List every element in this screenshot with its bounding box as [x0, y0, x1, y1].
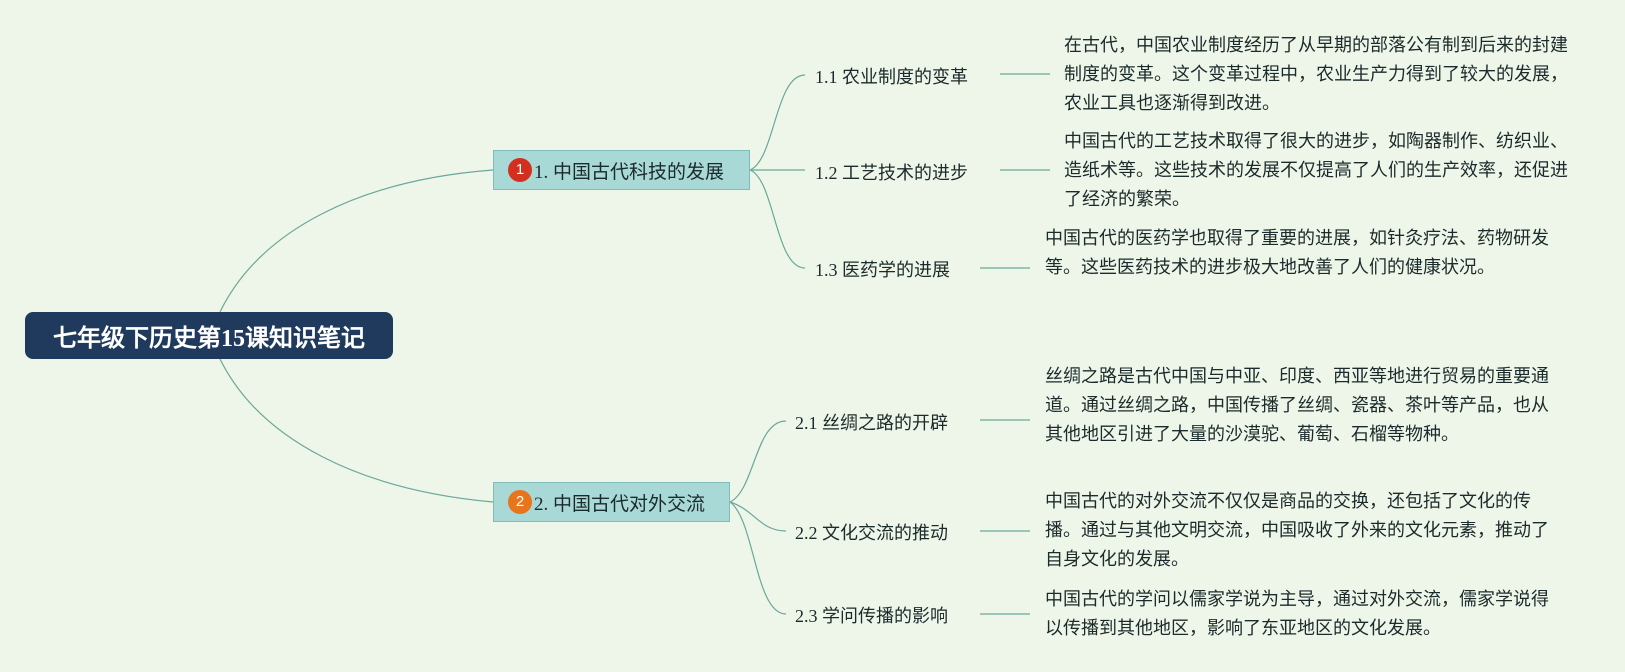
connector-root-branch-1 — [219, 169, 494, 313]
main-topic-label: 2. 中国古代对外交流 — [534, 493, 706, 515]
main-topic-label: 1. 中国古代科技的发展 — [534, 161, 725, 183]
priority-1-icon: 1 — [508, 158, 532, 182]
root-topic[interactable]: 七年级下历史第15课知识笔记 — [25, 312, 393, 359]
connector-branch-2-sub-3 — [729, 501, 787, 615]
note-2-2: 中国古代的对外交流不仅仅是商品的交换，还包括了文化的传播。通过与其他文明交流，中… — [1045, 491, 1549, 569]
note-1-3: 中国古代的医药学也取得了重要的进展，如针灸疗法、药物研发等。这些医药技术的进步极… — [1045, 228, 1549, 277]
sub-topic-1-3[interactable]: 1.3 医药学的进展 — [815, 260, 950, 280]
note-1-2: 中国古代的工艺技术取得了很大的进步，如陶器制作、纺织业、造纸术等。这些技术的发展… — [1064, 131, 1568, 209]
connector-branch-2-sub-1 — [729, 420, 787, 503]
sub-topic-2-3[interactable]: 2.3 学问传播的影响 — [795, 606, 948, 626]
main-topic-exchange[interactable]: 2 2. 中国古代对外交流 — [493, 482, 730, 522]
root-topic-title: 七年级下历史第15课知识笔记 — [53, 326, 365, 352]
note-1-1: 在古代，中国农业制度经历了从早期的部落公有制到后来的封建制度的变革。这个变革过程… — [1064, 35, 1568, 113]
sub-topic-1-2[interactable]: 1.2 工艺技术的进步 — [815, 163, 968, 183]
sub-topic-2-2[interactable]: 2.2 文化交流的推动 — [795, 523, 948, 543]
connector-root-branch-2 — [219, 358, 494, 503]
connector-branch-1-sub-3 — [749, 169, 806, 269]
priority-2-icon: 2 — [508, 490, 532, 514]
note-2-3: 中国古代的学问以儒家学说为主导，通过对外交流，儒家学说得以传播到其他地区，影响了… — [1045, 589, 1549, 638]
main-topic-tech[interactable]: 1 1. 中国古代科技的发展 — [493, 150, 750, 190]
sub-topic-1-1[interactable]: 1.1 农业制度的变革 — [815, 67, 968, 87]
sub-topic-2-1[interactable]: 2.1 丝绸之路的开辟 — [795, 413, 948, 433]
connector-branch-2-sub-2 — [729, 501, 787, 532]
connector-branch-1-sub-1 — [749, 74, 806, 171]
note-2-1: 丝绸之路是古代中国与中亚、印度、西亚等地进行贸易的重要通道。通过丝绸之路，中国传… — [1045, 366, 1549, 444]
